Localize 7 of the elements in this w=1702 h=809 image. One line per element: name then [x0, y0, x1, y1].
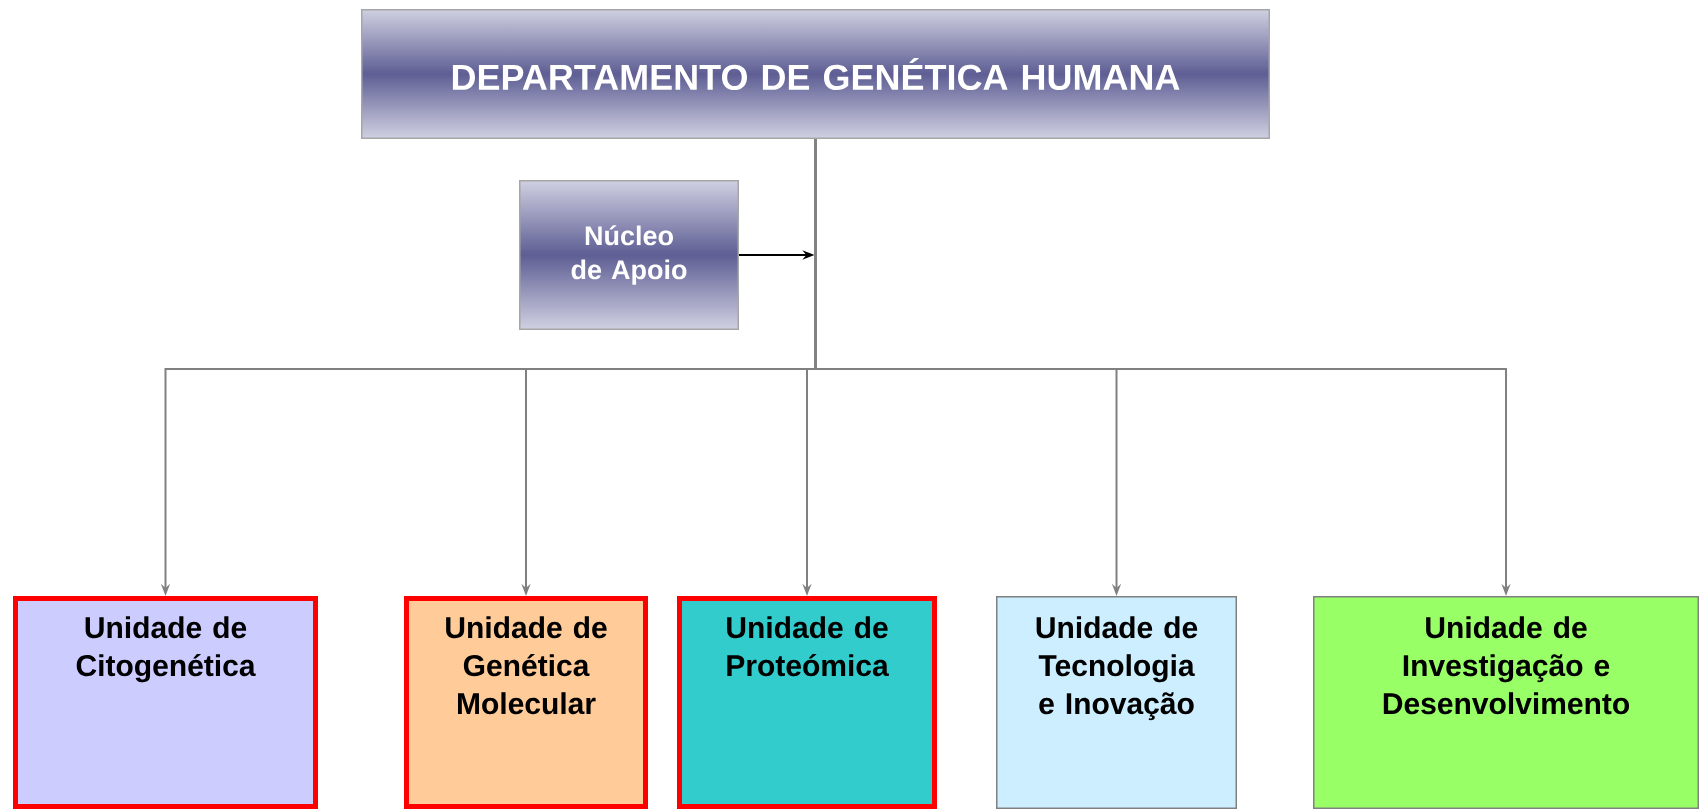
- department-box: DEPARTAMENTO DE GENÉTICA HUMANA: [361, 9, 1270, 139]
- unit-box: Unidade de Investigação e Desenvolvimento: [1313, 596, 1699, 809]
- unit-box: Unidade de Proteómica: [677, 596, 937, 809]
- unit-box: Unidade de Tecnologia e Inovação: [996, 596, 1237, 809]
- unit-box: Unidade de Genética Molecular: [404, 596, 648, 809]
- unit-box: Unidade de Citogenética: [13, 596, 318, 809]
- support-box: Núcleo de Apoio: [519, 180, 739, 330]
